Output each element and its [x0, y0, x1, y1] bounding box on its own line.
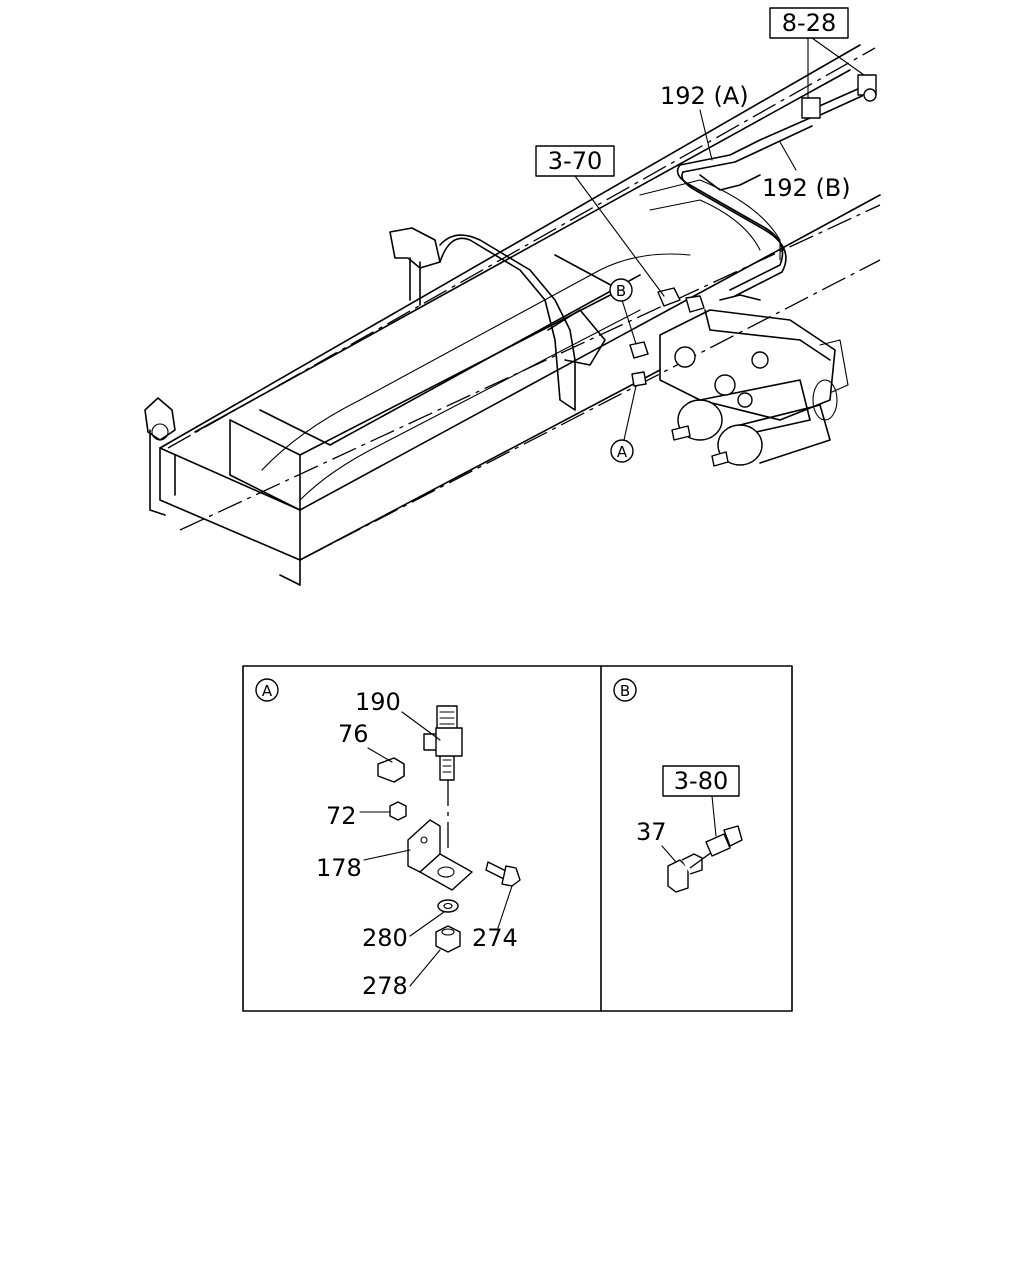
callout-190: 190 [355, 688, 401, 716]
svg-text:A: A [262, 682, 273, 700]
detail-panel-b: B 3-80 37 [613, 678, 743, 893]
callout-178: 178 [316, 854, 362, 882]
chassis-frame [144, 44, 881, 586]
bolt-274 [485, 861, 521, 887]
svg-text:A: A [617, 443, 628, 461]
svg-text:8-28: 8-28 [782, 9, 836, 37]
svg-text:3-70: 3-70 [548, 147, 602, 175]
callout-72: 72 [326, 802, 357, 830]
detail-panel-a: A [255, 678, 521, 1000]
ref-box-3-70[interactable]: 3-70 [535, 145, 615, 177]
upper-leaders [574, 37, 865, 441]
callout-192b: 192 (B) [762, 174, 851, 202]
adapter-fitting [705, 825, 743, 857]
detail-frame [242, 665, 793, 1012]
callout-76: 76 [338, 720, 369, 748]
washer-280 [437, 899, 459, 913]
ref-box-8-28[interactable]: 8-28 [769, 7, 849, 39]
svg-text:B: B [620, 682, 630, 700]
connector-76 [377, 757, 405, 783]
panel-b-marker[interactable]: B [613, 678, 637, 702]
callout-192a: 192 (A) [660, 82, 749, 110]
marker-a-upper[interactable]: A [610, 439, 634, 463]
panel-a-marker[interactable]: A [255, 678, 279, 702]
tee-fitting-190 [423, 705, 463, 781]
svg-text:3-80: 3-80 [674, 767, 728, 795]
callout-278: 278 [362, 972, 408, 1000]
bracket-178 [407, 819, 473, 891]
marker-b-upper[interactable]: B [609, 278, 633, 302]
callout-37: 37 [636, 818, 667, 846]
callout-280: 280 [362, 924, 408, 952]
ref-box-3-80[interactable]: 3-80 [662, 765, 740, 797]
elbow-fitting-37 [667, 853, 703, 893]
svg-text:B: B [616, 282, 626, 300]
nut-278 [435, 925, 461, 953]
callout-274: 274 [472, 924, 518, 952]
nut-72 [389, 801, 407, 821]
